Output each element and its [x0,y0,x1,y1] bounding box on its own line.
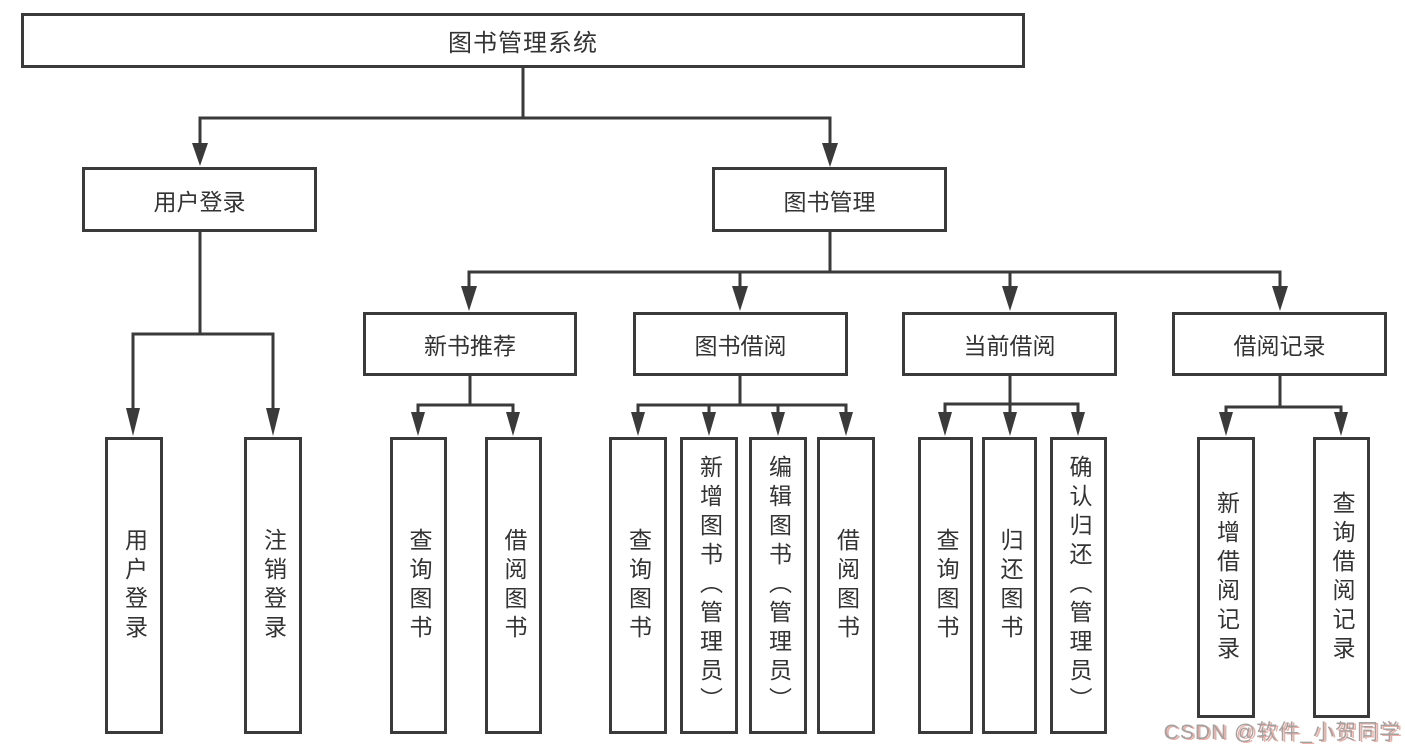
csdn-watermark: CSDN @软件_小贺同学 [1163,721,1401,744]
leaf-label: 查询图书 [406,527,432,644]
leaf-borrow-books-borrowing: 借阅图书 [817,437,875,734]
node-user-login: 用户登录 [82,167,317,232]
node-label: 图书管理系统 [448,30,598,57]
node-book-borrowing: 图书借阅 [633,312,848,376]
leaf-label: 用户登录 [121,527,148,644]
leaf-query-books-borrowing: 查询图书 [609,437,667,734]
leaf-label: 新增借阅记录 [1213,490,1240,665]
leaf-query-books-current: 查询图书 [918,437,973,734]
leaf-add-borrow-record: 新增借阅记录 [1197,437,1255,718]
leaf-label: 借阅图书 [833,527,860,644]
leaf-logout: 注销登录 [244,437,302,734]
arrowheads [126,143,1348,436]
leaf-label: 编辑图书（管理员） [765,455,792,716]
leaf-label: 借阅图书 [501,527,527,644]
leaf-label: 确认归还（管理员） [1066,455,1092,716]
leaf-borrow-books-recommend: 借阅图书 [485,437,542,734]
leaf-label: 查询图书 [933,527,959,644]
node-label: 图书借阅 [694,333,787,359]
node-library-management-system: 图书管理系统 [21,13,1025,68]
node-label: 当前借阅 [963,333,1056,359]
node-label: 图书管理 [783,188,876,215]
leaf-user-login: 用户登录 [105,437,163,734]
leaf-query-borrow-record: 查询借阅记录 [1313,437,1370,718]
node-new-book-recommendation: 新书推荐 [363,312,577,376]
node-current-borrowing: 当前借阅 [902,312,1117,376]
leaf-label: 新增图书（管理员） [696,455,723,716]
leaf-edit-books-admin: 编辑图书（管理员） [749,437,807,734]
node-label: 借阅记录 [1233,333,1326,359]
leaf-add-books-admin: 新增图书（管理员） [680,437,738,734]
node-label: 新书推荐 [424,333,516,359]
leaf-label: 归还图书 [997,527,1023,644]
node-borrowing-records: 借阅记录 [1172,312,1387,376]
leaf-label: 注销登录 [260,527,287,644]
leaf-label: 查询借阅记录 [1329,490,1355,665]
leaf-return-books: 归还图书 [982,437,1037,734]
leaf-confirm-return-admin: 确认归还（管理员） [1050,437,1107,734]
leaf-label: 查询图书 [625,527,652,644]
node-label: 用户登录 [153,188,246,215]
node-book-management: 图书管理 [712,167,947,232]
leaf-query-books-recommend: 查询图书 [390,437,447,734]
